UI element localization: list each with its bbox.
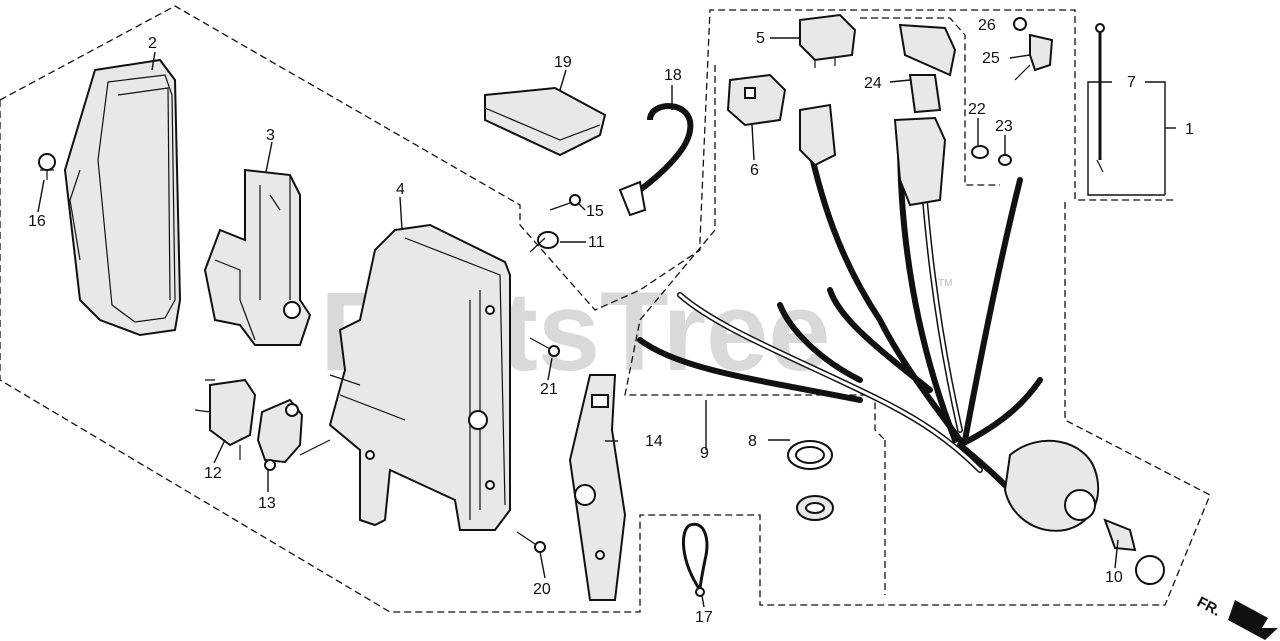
callout-4: 4 (396, 181, 405, 198)
callout-6: 6 (750, 162, 759, 179)
terminal-part-25 (1014, 33, 1054, 81)
strap-part-18 (618, 103, 694, 217)
callout-9: 9 (700, 445, 709, 462)
connector-part-6 (726, 73, 787, 127)
assembly-outline (0, 5, 1211, 613)
callout-12: 12 (204, 465, 222, 482)
leader-lines (37, 37, 1176, 608)
nut-part-26 (1013, 17, 1027, 31)
callout-25: 25 (982, 50, 1000, 67)
pad-part-19 (484, 86, 607, 157)
bolt-part-20 (516, 531, 546, 553)
callout-14: 14 (645, 433, 663, 450)
callout-23: 23 (995, 118, 1013, 135)
callout-20: 20 (533, 581, 551, 598)
fuse-cover-part-24 (898, 23, 957, 114)
clip-part-8 (787, 440, 833, 470)
clip-part-11 (529, 231, 559, 253)
connector-plug (799, 103, 947, 207)
cover-part-2 (63, 58, 182, 337)
callout-26: 26 (978, 17, 996, 34)
callout-15: 15 (586, 203, 604, 220)
plate-part-14 (568, 374, 627, 601)
relay-part-5 (799, 13, 857, 68)
wire-harness-part-9 (637, 122, 1043, 493)
callout-8: 8 (748, 433, 757, 450)
bolt-part-21 (529, 337, 560, 357)
callout-13: 13 (258, 495, 276, 512)
rod-part-7 (1095, 23, 1105, 173)
front-arrow-icon (1228, 600, 1278, 640)
front-label: FR. (1194, 594, 1223, 620)
tie-part-17 (681, 522, 709, 597)
callout-16: 16 (28, 213, 46, 230)
callout-11: 11 (588, 234, 605, 251)
callout-10: 10 (1105, 569, 1123, 586)
bracket-part-3 (203, 168, 312, 346)
callout-22: 22 (968, 101, 986, 118)
callout-19: 19 (554, 54, 572, 71)
switch-part-13 (256, 398, 331, 471)
callout-21: 21 (540, 381, 558, 398)
trademark-mark: TM (938, 278, 952, 289)
callout-2: 2 (148, 35, 157, 52)
callout-3: 3 (266, 127, 275, 144)
nut-part-23 (998, 154, 1012, 166)
callout-7: 7 (1127, 74, 1136, 91)
callout-5: 5 (756, 30, 765, 47)
ignition-switch-part-10 (1003, 439, 1165, 585)
bolt-part-15 (549, 194, 581, 211)
front-direction-arrow: FR. (1194, 594, 1278, 640)
bolt-part-16 (38, 153, 56, 180)
callout-labels: 1 2 3 4 5 6 7 8 9 10 11 12 13 14 15 16 1… (28, 17, 1194, 626)
control-box-part-4 (328, 223, 511, 531)
callout-24: 24 (864, 75, 882, 92)
nut-part-22 (971, 145, 989, 159)
callout-17: 17 (695, 609, 713, 626)
grommet (796, 495, 834, 521)
switch-part-12 (194, 378, 257, 460)
callout-18: 18 (664, 67, 682, 84)
callout-1: 1 (1185, 121, 1194, 138)
